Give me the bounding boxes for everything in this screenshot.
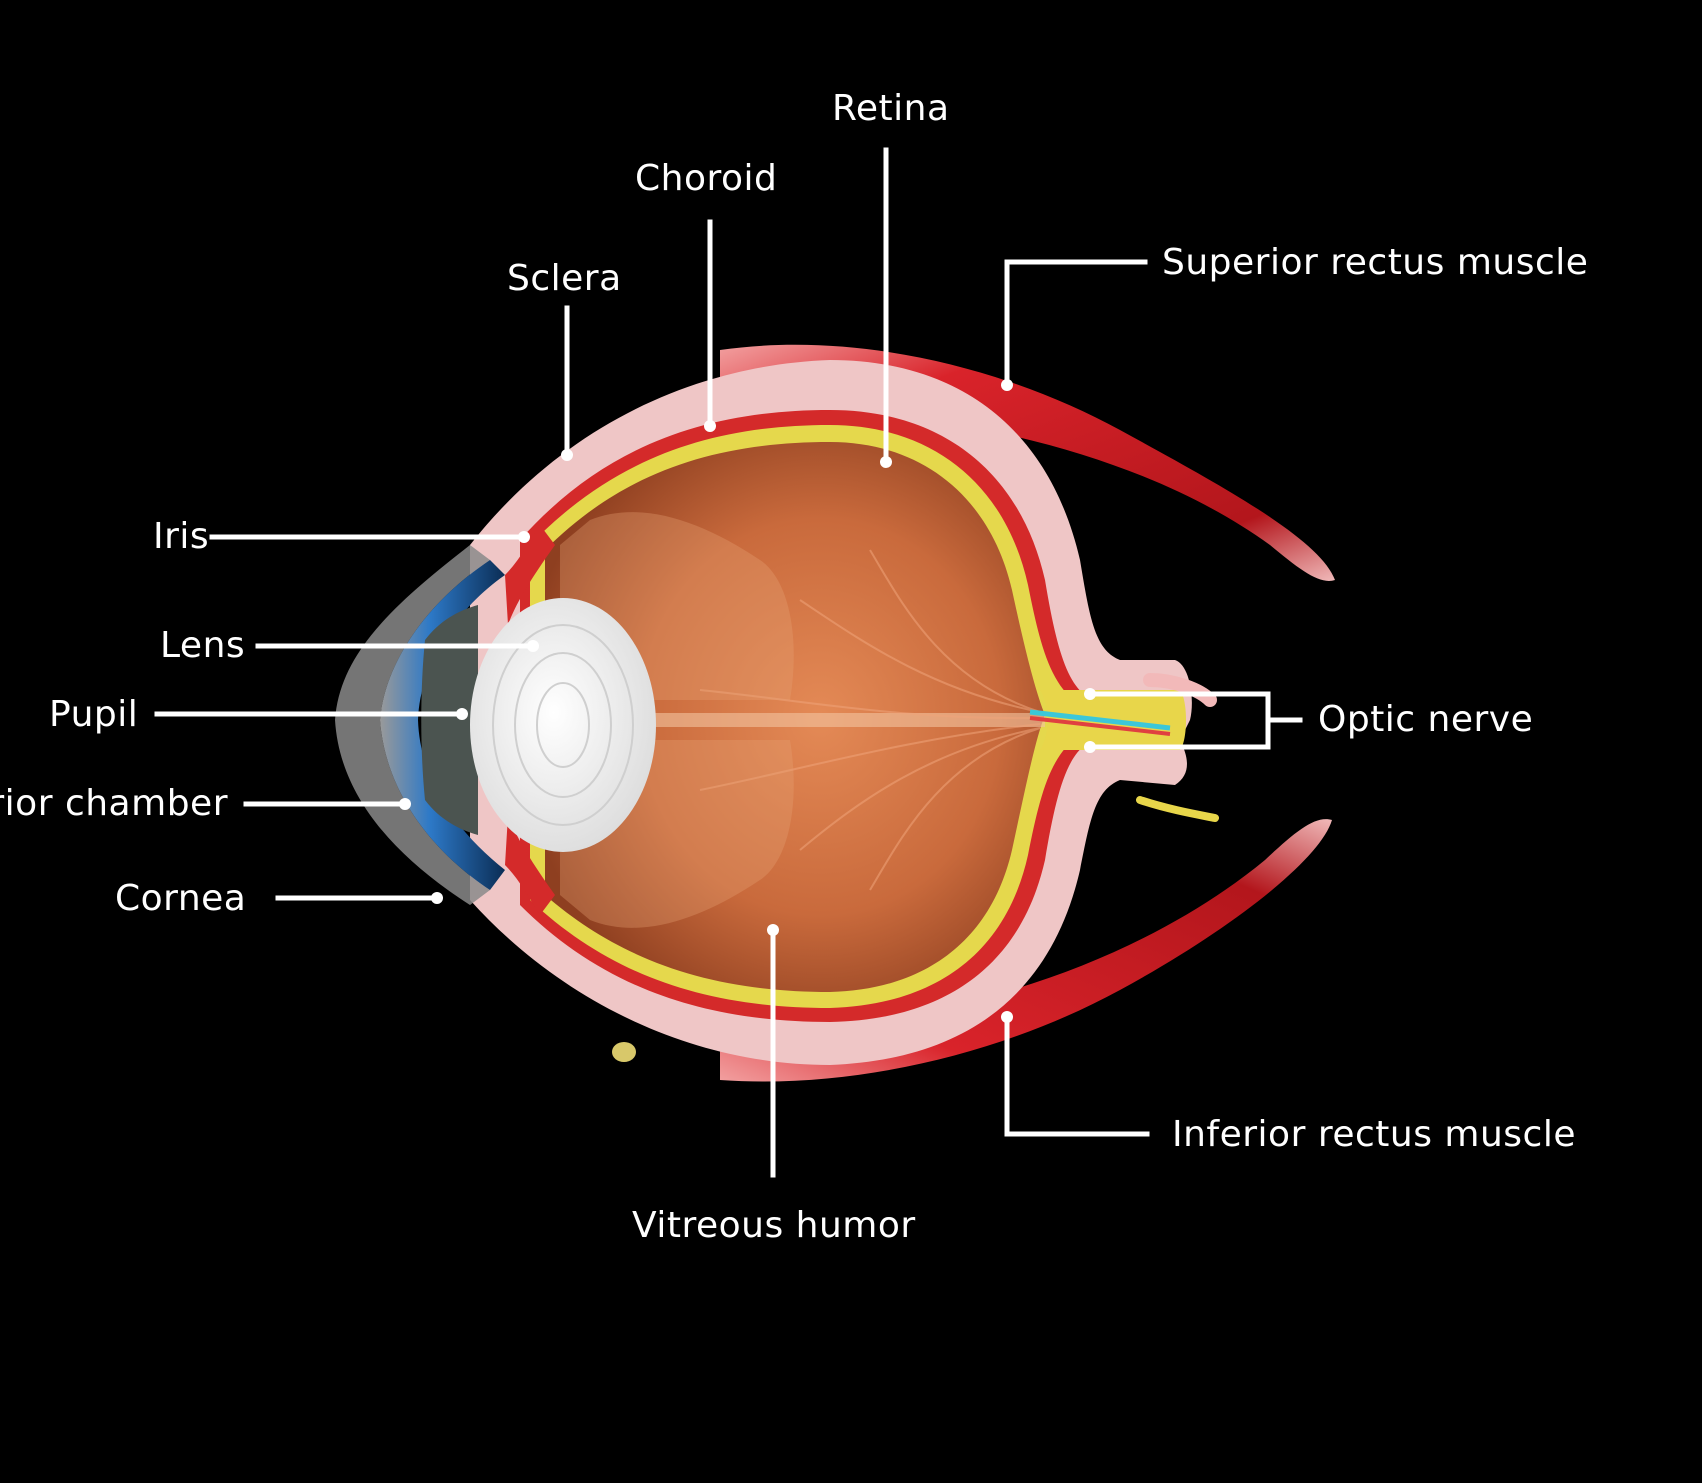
inferior-rectus-label: Inferior rectus muscle [1172, 1114, 1576, 1155]
iris-label: Iris [153, 516, 209, 557]
pupil-label: Pupil [49, 694, 138, 735]
lens-pointer [527, 640, 539, 652]
inferior-rectus-pointer [1001, 1011, 1013, 1023]
iris-pointer [518, 531, 530, 543]
optic-nerve-pointer-upper [1084, 688, 1096, 700]
optic-nerve-pointer-lower [1084, 741, 1096, 753]
pupil-pointer [456, 708, 468, 720]
lens-label: Lens [160, 625, 245, 666]
superior-rectus-pointer [1001, 379, 1013, 391]
inferior-rectus-leader [1007, 1017, 1147, 1134]
superior-rectus-leader [1007, 262, 1145, 385]
vitreous-humor-pointer [767, 924, 779, 936]
optic-nerve-label: Optic nerve [1318, 699, 1533, 740]
sclera-pointer [561, 449, 573, 461]
cornea-pointer [431, 892, 443, 904]
superior-rectus-label: Superior rectus muscle [1162, 242, 1588, 283]
retina-label: Retina [832, 88, 950, 129]
anterior-chamber-pointer [399, 798, 411, 810]
vitreous-humor-label: Vitreous humor [632, 1205, 916, 1246]
retina-pointer [880, 456, 892, 468]
cornea-label: Cornea [115, 878, 246, 919]
choroid-label: Choroid [635, 158, 777, 199]
choroid-pointer [704, 420, 716, 432]
anterior-chamber-label: Anterior chamber [0, 783, 228, 824]
sclera-label: Sclera [507, 258, 622, 299]
lens-body [470, 598, 656, 852]
